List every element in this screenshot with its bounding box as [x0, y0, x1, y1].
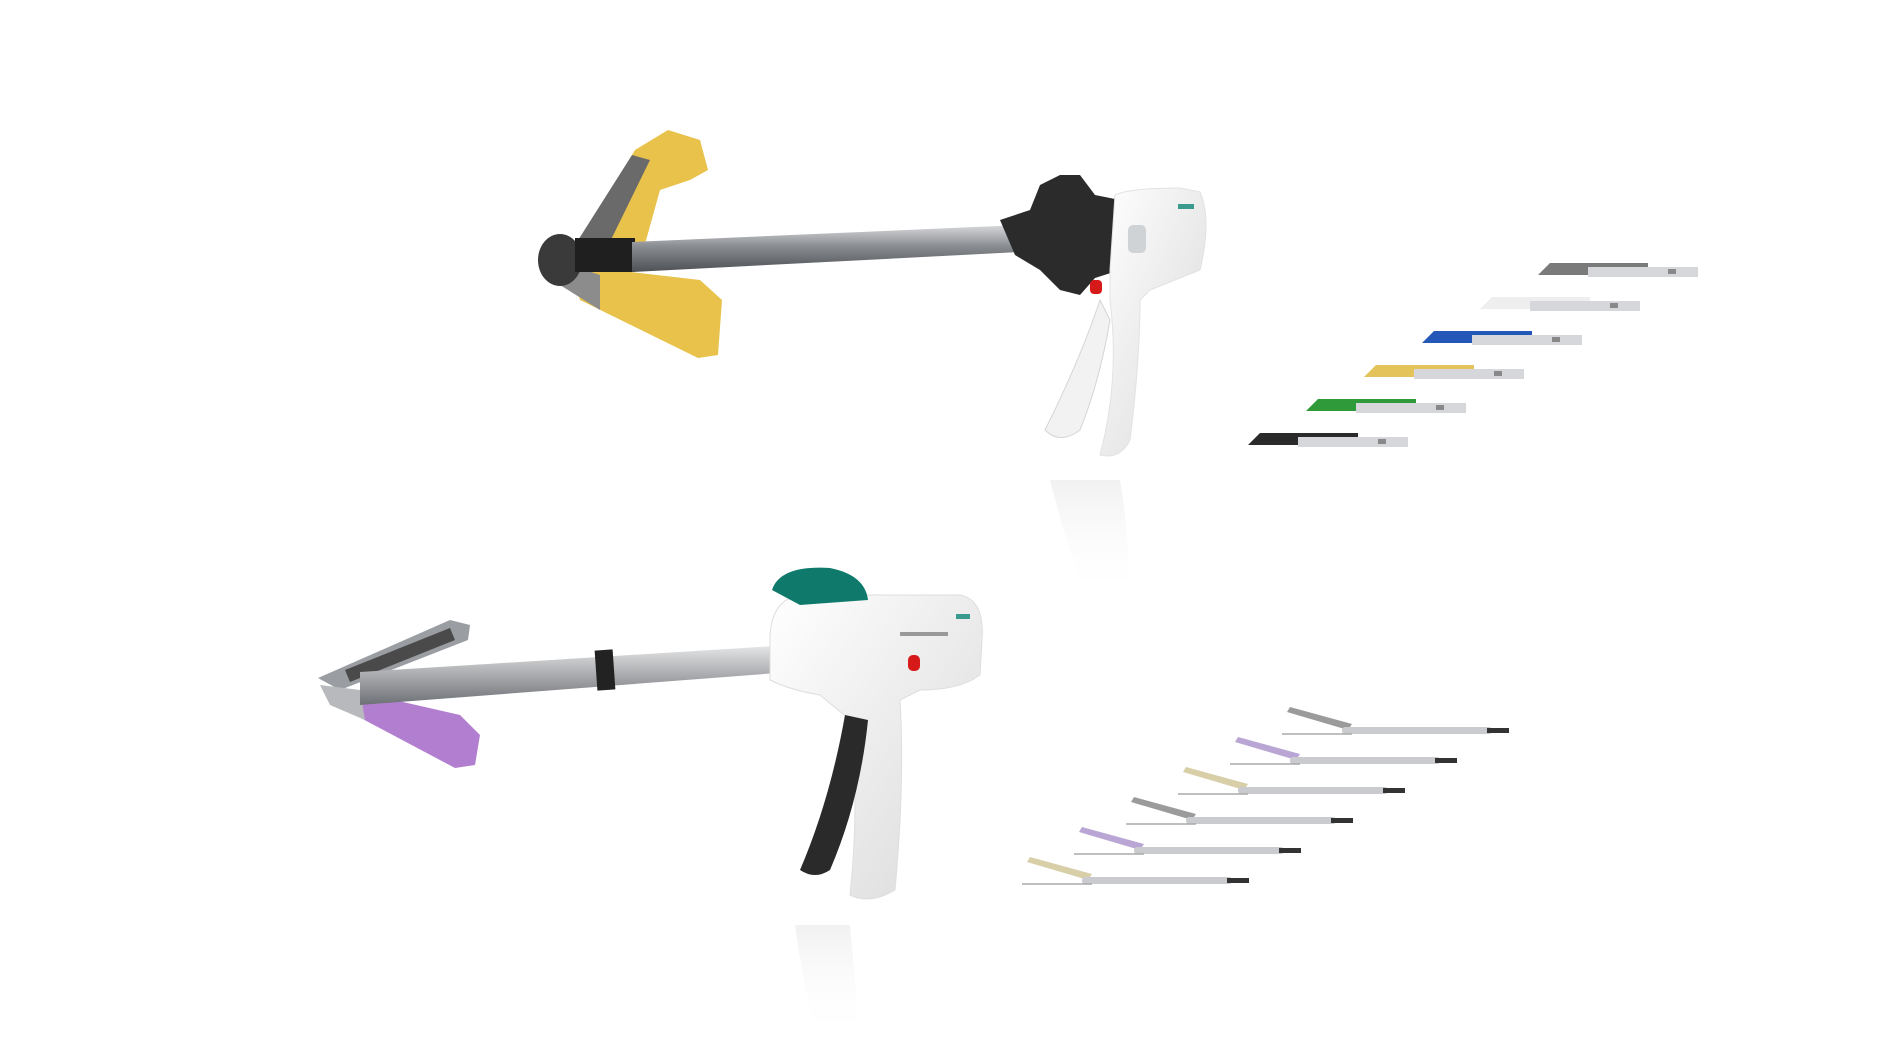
linear-stapler-lower [318, 567, 983, 1040]
handle-body [1099, 187, 1207, 457]
reload-cartridges [1248, 263, 1698, 447]
cartridge-notch [1494, 371, 1502, 376]
shaft [360, 645, 790, 705]
reload-unit-shaft [1082, 877, 1232, 884]
cartridge-base [1472, 335, 1582, 345]
reload-unit-connector [1279, 848, 1301, 853]
reload-unit-connector [1331, 818, 1353, 823]
reload-unit [1022, 857, 1249, 885]
shaft [632, 225, 1020, 272]
reload-unit [1126, 797, 1353, 825]
reload-unit-connector [1435, 758, 1457, 763]
cartridge-notch [1668, 269, 1676, 274]
reload-unit-shaft [1186, 817, 1336, 824]
trigger [1044, 298, 1111, 438]
reload-unit-jaw [1183, 767, 1248, 790]
reload-unit-shaft [1134, 847, 1284, 854]
reload-unit-jaw [1235, 737, 1300, 760]
cartridge-base [1414, 369, 1524, 379]
lower-jaw-channel [320, 685, 365, 720]
reload-unit-jaw [1027, 857, 1092, 880]
brand-mark [956, 614, 970, 619]
reload-unit-connector [1227, 878, 1249, 883]
reload-unit-shaft [1290, 757, 1440, 764]
jaw-pivot [538, 234, 582, 286]
label-strip [900, 632, 948, 636]
red-release-button [908, 655, 920, 671]
reload-unit-connector [1383, 788, 1405, 793]
cartridge-base [1298, 437, 1408, 447]
shaft-band [594, 649, 616, 691]
side-window [1128, 225, 1146, 253]
cartridge [1538, 263, 1698, 277]
reload-unit-jaw [1079, 827, 1144, 850]
cartridge [1306, 399, 1466, 413]
reload-unit-shaft [1238, 787, 1388, 794]
jaw-hinge [575, 238, 635, 272]
cartridge-base [1588, 267, 1698, 277]
handle-body [769, 594, 983, 900]
cartridge [1422, 331, 1582, 345]
cartridge-base [1530, 301, 1640, 311]
cartridge [1364, 365, 1524, 379]
cartridge-notch [1610, 303, 1618, 308]
teal-cap [772, 567, 868, 605]
upper-jaw-staple-plate [575, 155, 650, 252]
cartridge-notch [1436, 405, 1444, 410]
cartridge-notch [1378, 439, 1386, 444]
cartridge [1480, 297, 1640, 311]
reload-unit-shaft [1342, 727, 1492, 734]
reload-unit-jaw [1131, 797, 1196, 820]
reflection [1050, 480, 1130, 600]
reload-unit [1282, 707, 1509, 735]
cartridge-notch [1552, 337, 1560, 342]
reflection [795, 925, 860, 1040]
reload-unit-jaw [1287, 707, 1352, 730]
rotation-knob [1000, 175, 1120, 295]
brand-mark [1178, 204, 1194, 209]
trigger [800, 715, 868, 875]
reload-unit [1230, 737, 1457, 765]
linear-stapler-upper [538, 130, 1207, 600]
lower-jaw-cartridge [350, 690, 480, 768]
upper-jaw-plate [345, 628, 455, 682]
reload-unit-connector [1487, 728, 1509, 733]
reload-unit [1178, 767, 1405, 795]
red-release-button [1090, 280, 1102, 294]
reload-units [1022, 707, 1509, 885]
cartridge-base [1356, 403, 1466, 413]
reload-unit [1074, 827, 1301, 855]
lower-jaw-cartridge [570, 265, 722, 358]
cartridge [1248, 433, 1408, 447]
